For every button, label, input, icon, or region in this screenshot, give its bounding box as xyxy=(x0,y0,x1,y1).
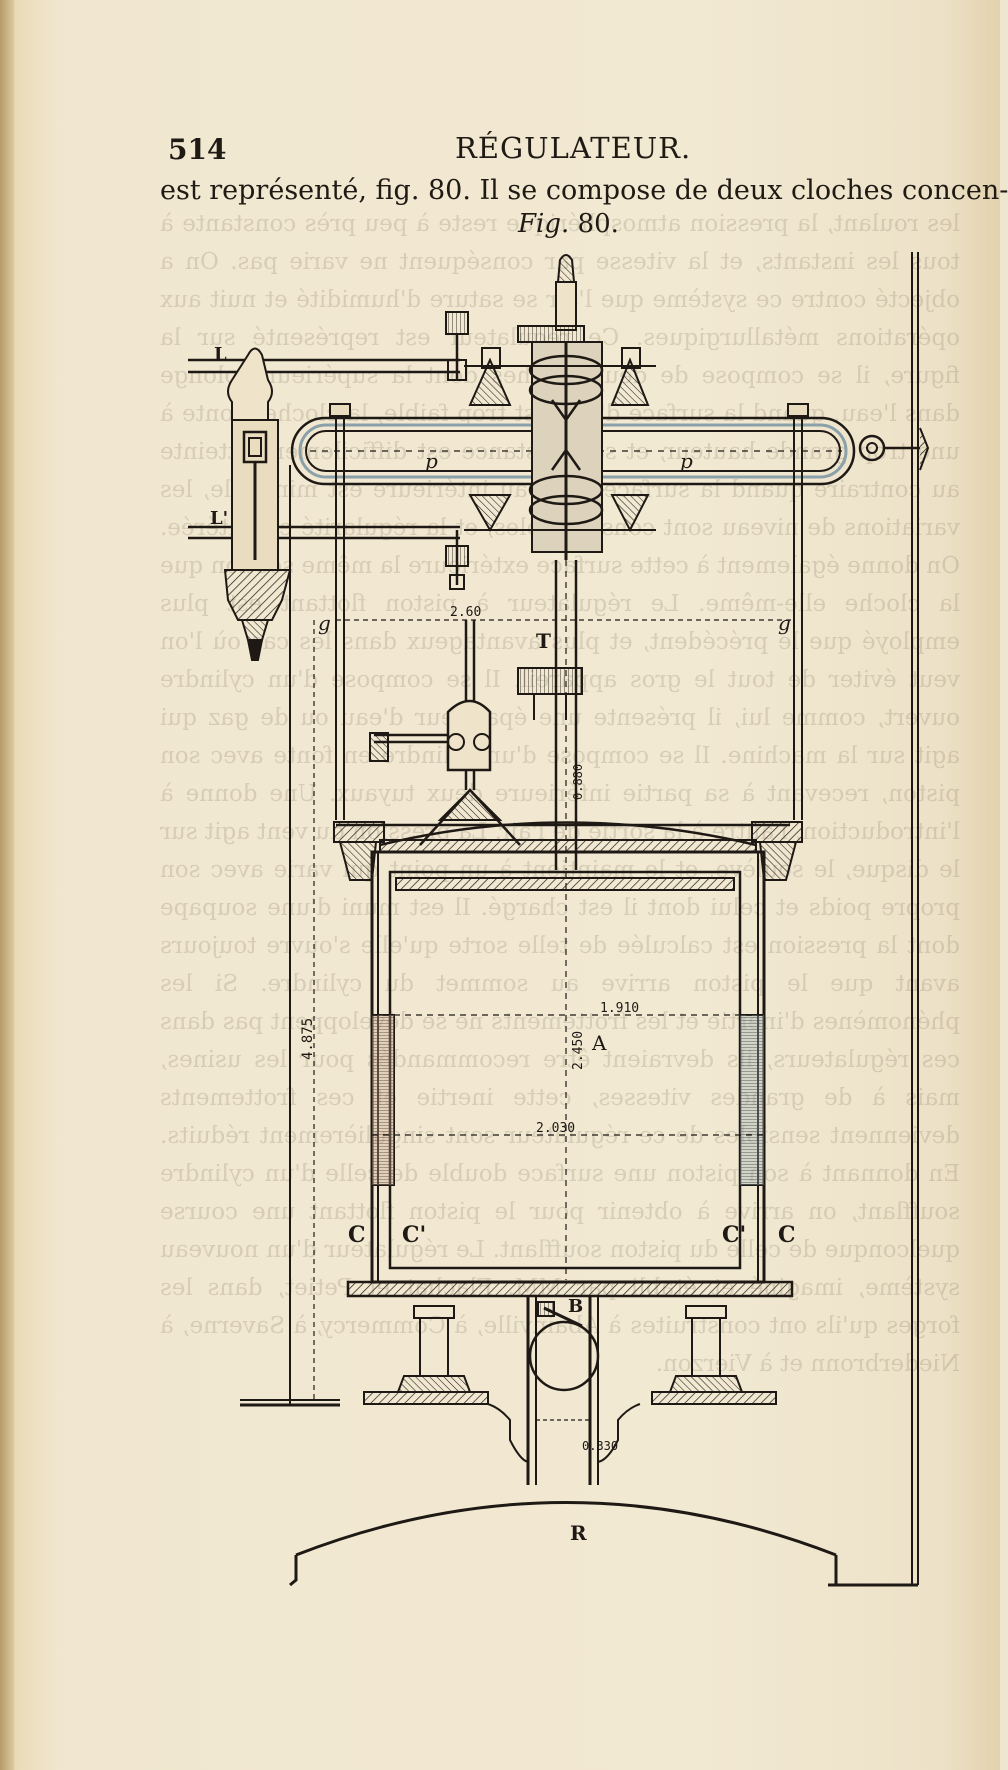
inner-bell xyxy=(371,870,765,1280)
dim-tube-height: 0.880 xyxy=(571,764,585,800)
label-C-prime-right: C' xyxy=(722,1222,746,1248)
label-p-left: p xyxy=(425,449,438,473)
rod-g-right xyxy=(787,403,809,820)
outer-frame-right xyxy=(828,252,919,1587)
float-valve xyxy=(369,620,521,846)
figure-caption-word: Fig. xyxy=(518,209,570,239)
label-C-right: C xyxy=(778,1222,796,1248)
label-L-prime: L' xyxy=(210,508,228,529)
label-g-left: g xyxy=(318,611,331,635)
dimension-top-span xyxy=(335,612,795,628)
dim-top-span: 2.60 xyxy=(450,605,481,620)
label-A: A xyxy=(591,1031,607,1055)
figure-caption: Fig. 80. xyxy=(518,209,619,239)
label-B: B xyxy=(568,1296,583,1317)
dim-total-height: 4.875 xyxy=(300,1018,316,1060)
lever-L-prime xyxy=(188,525,460,540)
figure-caption-number: 80. xyxy=(577,209,619,239)
label-C-prime-left: C' xyxy=(402,1222,426,1248)
rod-g-left xyxy=(329,403,351,820)
dim-pipe-width: 0.330 xyxy=(582,1439,618,1453)
valve-body xyxy=(223,347,292,661)
label-L: L xyxy=(214,344,227,365)
lever-L xyxy=(188,358,460,374)
label-p-right: p xyxy=(680,449,693,473)
supply-pipe xyxy=(289,1296,838,1587)
label-C-left: C xyxy=(348,1222,366,1248)
outer-cylinder xyxy=(370,850,766,1284)
label-g-right: g xyxy=(778,611,791,635)
body-text-line: est représenté, fig. 80. Il se compose d… xyxy=(160,175,1008,206)
tube-T-gauge xyxy=(517,667,583,720)
spindle-brackets xyxy=(464,347,656,533)
label-R: R xyxy=(570,1521,587,1545)
base-plate xyxy=(346,1280,794,1405)
dim-lower-mark: 2.030 xyxy=(536,1121,575,1136)
page-spine-shadow xyxy=(0,0,14,1770)
label-T: T xyxy=(536,629,551,653)
outer-frame-left xyxy=(240,465,340,1407)
top-crank xyxy=(445,311,469,590)
dim-inner-width: 1.910 xyxy=(600,1001,639,1016)
dim-height-bell: 2.450 xyxy=(571,1031,586,1070)
page-number: 514 xyxy=(168,133,227,166)
belt-band xyxy=(290,416,930,486)
running-title: RÉGULATEUR. xyxy=(455,131,692,165)
governor-spindle xyxy=(517,254,604,870)
